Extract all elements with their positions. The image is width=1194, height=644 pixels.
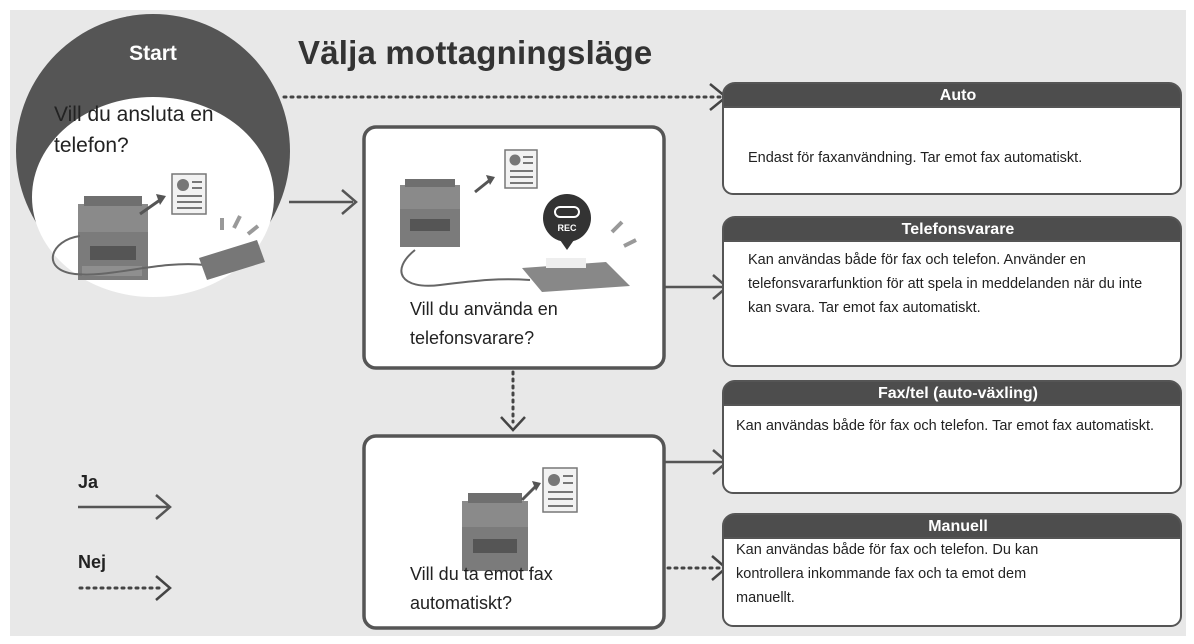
document-icon: [171, 173, 207, 215]
mode-header-manual: Manuell: [928, 518, 988, 535]
printer-icon: [462, 493, 528, 571]
mode-body-manual: Kan användas både för fax och telefon. D…: [736, 542, 1039, 606]
start-label: Start: [129, 42, 177, 65]
printer-icon: [400, 179, 460, 247]
mode-header-answering: Telefonsvarare: [901, 221, 1015, 238]
page-title: Välja mottagningsläge: [298, 34, 653, 71]
send-arrow-icon: [474, 178, 491, 194]
start-question: Vill du ansluta en telefon?: [54, 103, 214, 157]
question-answering-machine: Vill du använda en telefonsvarare?: [410, 299, 558, 348]
mode-body-faxtel: Kan användas både för fax och telefon. T…: [736, 418, 1155, 434]
phone-cord-icon: [400, 249, 531, 287]
mode-body-answering: Kan användas både för fax och telefon. A…: [748, 252, 1143, 316]
mode-box-faxtel: [722, 380, 1182, 494]
document-icon: [542, 467, 578, 513]
mode-box-auto: [722, 82, 1182, 195]
mode-box-answering: [722, 216, 1182, 367]
arrowhead-start-box1: [341, 189, 358, 215]
mode-body-auto: Endast för faxanvändning. Tar emot fax a…: [748, 150, 1083, 166]
rec-badge-icon: [543, 194, 591, 250]
rec-badge-label: REC: [557, 223, 577, 233]
legend-yes-label: Ja: [78, 472, 99, 492]
legend-no-label: Nej: [78, 552, 107, 572]
printer-icon: [78, 196, 148, 280]
answering-machine-icon: [522, 220, 637, 292]
mode-header-auto: Auto: [939, 87, 977, 104]
question-receive-auto: Vill du ta emot fax automatiskt?: [410, 564, 553, 613]
phone-handset-icon: [199, 215, 265, 280]
send-arrow-icon: [139, 198, 161, 216]
arrowhead-box1-box2: [500, 416, 526, 432]
send-arrow-icon: [520, 484, 538, 502]
document-icon: [504, 149, 538, 189]
phone-cord-icon: [52, 235, 206, 276]
mode-box-manual: [722, 513, 1182, 627]
mode-header-faxtel: Fax/tel (auto-växling): [877, 385, 1039, 402]
